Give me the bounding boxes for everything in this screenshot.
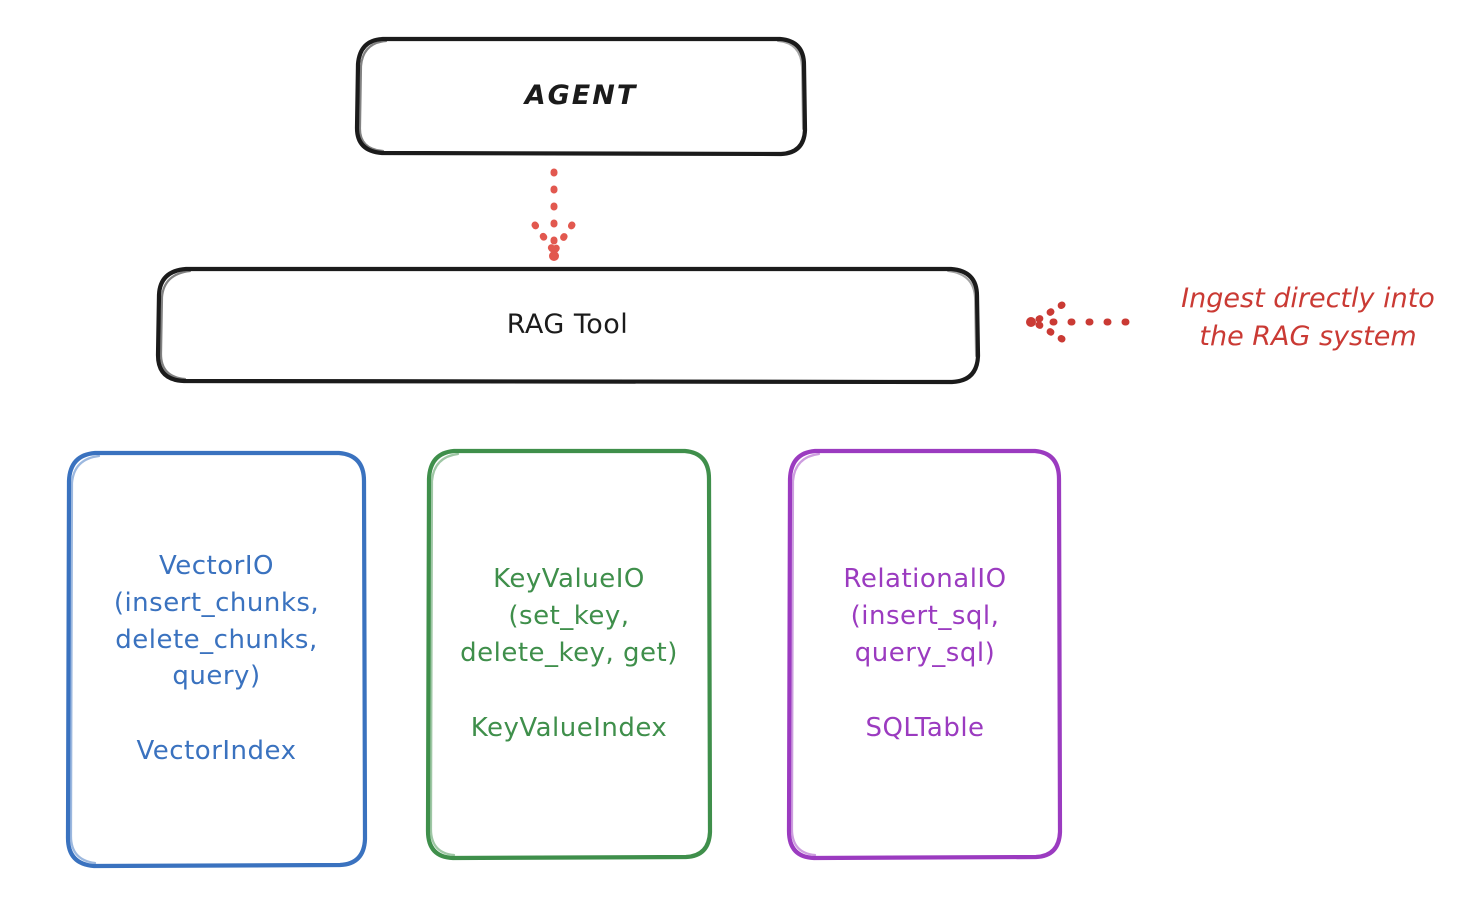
rag-tool-box-outline bbox=[155, 266, 981, 385]
node-relational-io-secondary-label: SQLTable bbox=[865, 712, 985, 743]
node-vector-io-secondary-label: VectorIndex bbox=[136, 736, 297, 767]
node-relational-io[interactable]: RelationalIO (insert_sql, query_sql) SQL… bbox=[790, 450, 1060, 858]
ingest-to-rag-tool-connector bbox=[1026, 301, 1130, 343]
ingest-annotation: Ingest directly into the RAG system bbox=[1148, 280, 1468, 357]
agent-box-outline bbox=[354, 36, 808, 157]
node-vector-io[interactable]: VectorIO (insert_chunks, delete_chunks, … bbox=[68, 452, 365, 866]
node-key-value-io[interactable]: KeyValueIO (set_key, delete_key, get) Ke… bbox=[428, 450, 710, 858]
key-value-io-box-outline bbox=[425, 448, 713, 861]
node-rag-tool[interactable]: RAG Tool bbox=[157, 268, 978, 382]
node-agent-label: AGENT bbox=[524, 80, 638, 112]
agent-to-rag-tool-connector bbox=[531, 168, 576, 261]
node-agent[interactable]: AGENT bbox=[357, 38, 805, 154]
node-key-value-io-secondary-label: KeyValueIndex bbox=[470, 712, 668, 743]
node-vector-io-label: VectorIO (insert_chunks, delete_chunks, … bbox=[113, 550, 320, 692]
vector-io-box-outline bbox=[65, 450, 368, 869]
node-rag-tool-label: RAG Tool bbox=[506, 309, 629, 341]
node-relational-io-label: RelationalIO (insert_sql, query_sql) bbox=[843, 564, 1007, 668]
ingest-annotation-text: Ingest directly into the RAG system bbox=[1181, 283, 1435, 353]
node-key-value-io-label: KeyValueIO (set_key, delete_key, get) bbox=[460, 564, 678, 668]
relational-io-box-outline bbox=[786, 448, 1063, 861]
